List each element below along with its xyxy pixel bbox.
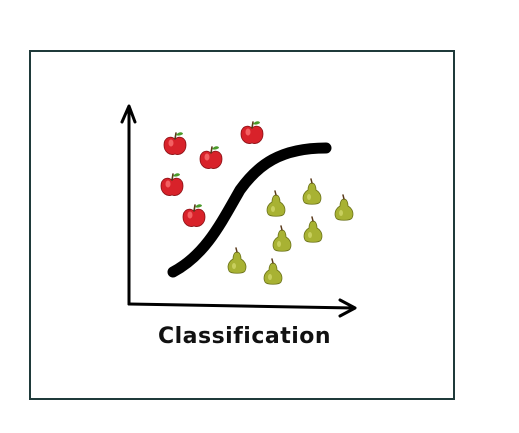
apple-icon	[199, 145, 223, 170]
pear-icon	[303, 216, 323, 243]
decision-boundary	[167, 142, 332, 278]
apple-icon	[240, 120, 264, 145]
pear-icon	[302, 178, 322, 205]
pear-icon	[334, 194, 354, 221]
pear-icon	[272, 225, 292, 252]
pear-group	[227, 178, 354, 285]
apple-icon	[182, 203, 206, 228]
apple-icon	[163, 131, 187, 156]
y-axis	[120, 104, 137, 306]
pear-icon	[266, 190, 286, 217]
pear-icon	[227, 247, 247, 274]
caption-container: Classification	[0, 324, 519, 349]
diagram-caption: Classification	[157, 324, 332, 349]
pear-icon	[263, 258, 283, 285]
diagram-frame	[29, 50, 455, 400]
apple-icon	[160, 172, 184, 197]
x-axis	[127, 298, 357, 318]
